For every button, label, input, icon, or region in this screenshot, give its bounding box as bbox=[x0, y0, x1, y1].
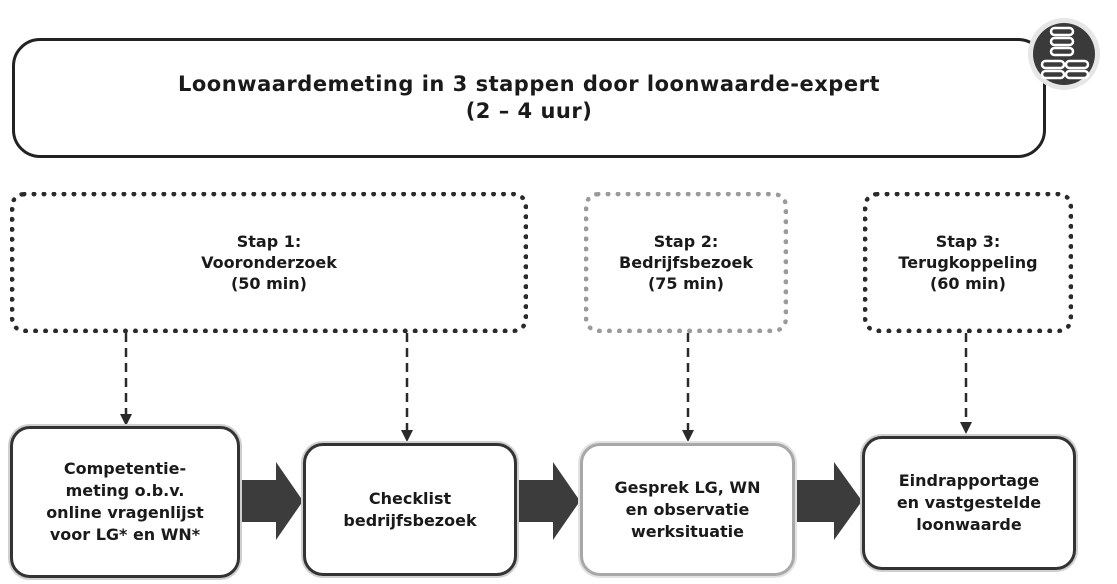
header-duration: (2 – 4 uur) bbox=[465, 99, 593, 123]
step-2-name: Bedrijfsbezoek bbox=[619, 253, 753, 272]
step-3-box: Stap 3: Terugkoppeling (60 min) bbox=[863, 192, 1073, 333]
task-1-line: Competentie- bbox=[63, 459, 187, 478]
connector-step1-task2-head bbox=[401, 430, 413, 442]
step-3-duration: (60 min) bbox=[929, 274, 1006, 293]
header-title: Loonwaardemeting in 3 stappen door loonw… bbox=[178, 72, 880, 96]
task-1-line: online vragenlijst bbox=[46, 503, 204, 522]
connector-step1-task1-head bbox=[120, 414, 132, 426]
task-2-line: bedrijfsbezoek bbox=[343, 510, 477, 530]
step-1-box: Stap 1: Vooronderzoek (50 min) bbox=[10, 192, 528, 333]
step-1-duration: (50 min) bbox=[230, 274, 307, 293]
task-4-line: loonwaarde bbox=[916, 515, 1022, 534]
task-1-line: voor LG* en WN* bbox=[49, 525, 201, 544]
block-arrow-1 bbox=[240, 462, 303, 540]
block-arrow-3 bbox=[795, 462, 862, 540]
task-4-line: en vastgestelde bbox=[896, 493, 1042, 512]
connector-step3-task4-head bbox=[960, 422, 972, 434]
task-4-line: Eindrapportage bbox=[898, 471, 1040, 490]
task-2-box: Checklist bedrijfsbezoek bbox=[303, 443, 517, 576]
task-4-box: Eindrapportage en vastgestelde loonwaard… bbox=[862, 436, 1076, 570]
step-3-title: Stap 3: bbox=[935, 232, 1001, 251]
task-3-line: Gesprek LG, WN bbox=[614, 477, 761, 497]
header-box: Loonwaardemeting in 3 stappen door loonw… bbox=[12, 38, 1046, 158]
step-1-title: Stap 1: bbox=[236, 232, 302, 251]
stacked-pills-logo-icon bbox=[1028, 18, 1100, 90]
task-2-line: Checklist bbox=[368, 488, 452, 508]
task-3-box: Gesprek LG, WN en observatie werksituati… bbox=[580, 443, 795, 576]
task-3-line: en observatie bbox=[625, 499, 750, 519]
block-arrow-2 bbox=[517, 462, 580, 540]
task-3-line: werksituatie bbox=[631, 521, 744, 541]
step-2-title: Stap 2: bbox=[653, 232, 719, 251]
step-3-name: Terugkoppeling bbox=[898, 253, 1038, 272]
step-2-duration: (75 min) bbox=[647, 274, 724, 293]
task-1-box: Competentie- meting o.b.v. online vragen… bbox=[10, 426, 240, 578]
connector-step2-task3-head bbox=[682, 430, 694, 442]
step-1-name: Vooronderzoek bbox=[201, 253, 337, 272]
step-2-box: Stap 2: Bedrijfsbezoek (75 min) bbox=[584, 192, 788, 333]
task-1-line: meting o.b.v. bbox=[65, 481, 185, 500]
